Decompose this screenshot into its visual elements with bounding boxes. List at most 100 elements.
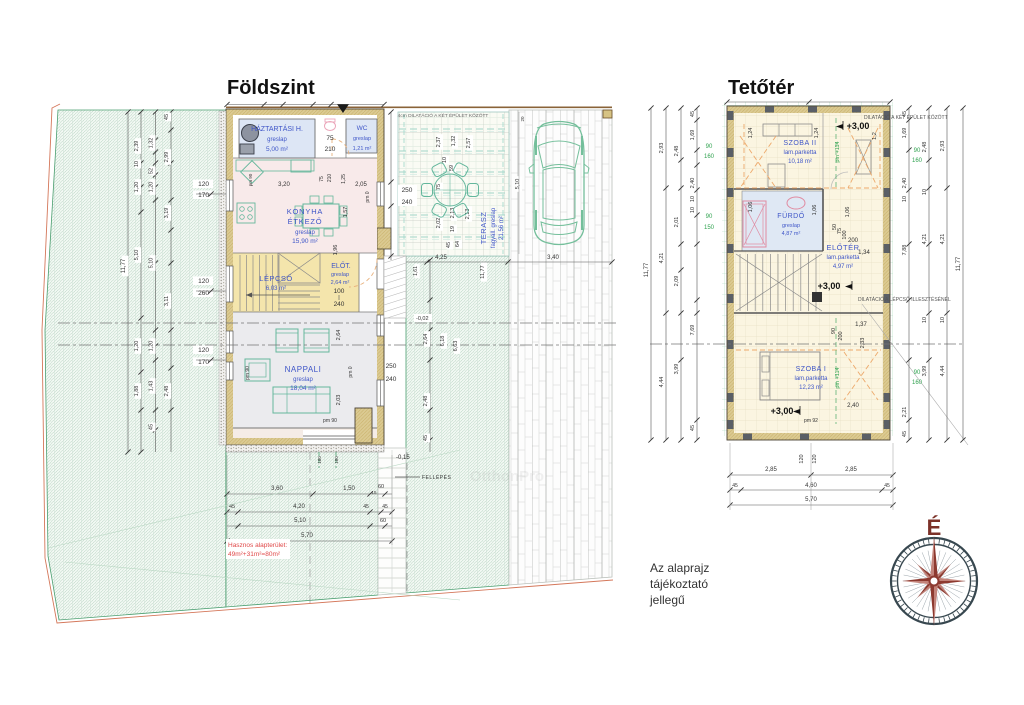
svg-text:45: 45 (149, 424, 155, 430)
svg-text:1,69: 1,69 (902, 128, 908, 139)
svg-text:10: 10 (690, 207, 696, 213)
svg-text:tájékoztató: tájékoztató (650, 577, 708, 591)
svg-text:5,10: 5,10 (149, 258, 155, 269)
svg-text:1,32: 1,32 (149, 138, 155, 149)
svg-text:2,57: 2,57 (466, 138, 472, 149)
svg-text:2,93: 2,93 (659, 143, 665, 154)
svg-text:5,10: 5,10 (134, 250, 140, 261)
svg-text:3,11: 3,11 (164, 296, 170, 306)
svg-text:SZOBA II: SZOBA II (783, 140, 816, 147)
svg-text:90: 90 (914, 370, 921, 376)
svg-text:52: 52 (149, 168, 155, 174)
svg-text:20: 20 (520, 116, 525, 122)
svg-text:1,06: 1,06 (845, 207, 851, 218)
svg-text:2,48: 2,48 (164, 386, 170, 397)
svg-text:90: 90 (914, 148, 921, 154)
svg-text:6,18: 6,18 (440, 336, 446, 347)
svg-text:45: 45 (902, 431, 908, 437)
svg-text:2,13: 2,13 (450, 208, 456, 219)
svg-text:DILATÁCIÓ A KÉT ÉPÜLET KÖZÖTT: DILATÁCIÓ A KÉT ÉPÜLET KÖZÖTT (864, 114, 948, 121)
svg-text:60: 60 (380, 518, 386, 524)
svg-text:10: 10 (902, 196, 908, 202)
svg-text:2,40: 2,40 (690, 178, 696, 189)
svg-text:4,97 m²: 4,97 m² (833, 264, 853, 270)
svg-text:21,56 m²: 21,56 m² (499, 216, 505, 240)
svg-text:60: 60 (378, 484, 384, 490)
svg-text:DILATÁCIÓ A LÉPCSŐ ILLESZTÉSÉN: DILATÁCIÓ A LÉPCSŐ ILLESZTÉSÉNÉL (858, 296, 951, 303)
svg-text:WC: WC (357, 125, 368, 132)
svg-text:ELŐT.: ELŐT. (331, 261, 351, 270)
svg-text:2,40: 2,40 (847, 403, 859, 409)
svg-text:5,10: 5,10 (515, 179, 521, 190)
svg-text:4,44: 4,44 (940, 366, 946, 377)
svg-text:1,20: 1,20 (134, 341, 140, 352)
svg-text:greslap: greslap (293, 377, 313, 383)
svg-text:fagyáll. greslap: fagyáll. greslap (491, 207, 497, 248)
svg-text:3,40: 3,40 (547, 255, 559, 261)
svg-text:11,77: 11,77 (956, 256, 962, 271)
svg-text:+3,00: +3,00 (847, 121, 870, 131)
svg-text:1,50: 1,50 (343, 486, 355, 492)
svg-text:100: 100 (334, 288, 345, 295)
svg-text:2,03: 2,03 (336, 395, 342, 406)
svg-text:lam.parketta: lam.parketta (826, 255, 860, 261)
svg-text:1,37: 1,37 (855, 322, 867, 328)
svg-text:pm 0: pm 0 (348, 366, 354, 377)
svg-text:18,04 m²: 18,04 m² (290, 385, 316, 392)
svg-text:3,60: 3,60 (271, 486, 283, 492)
svg-text:4,21: 4,21 (659, 253, 665, 264)
svg-text:pm 92: pm 92 (804, 418, 818, 424)
svg-text:10: 10 (922, 189, 928, 195)
svg-text:4,87 m²: 4,87 m² (782, 231, 801, 237)
svg-text:4,21: 4,21 (922, 234, 928, 245)
svg-text:11,77: 11,77 (644, 262, 650, 277)
svg-text:210: 210 (325, 146, 336, 153)
svg-text:3,20: 3,20 (278, 182, 290, 188)
svg-text:10,18 m²: 10,18 m² (788, 159, 812, 165)
svg-text:1,88: 1,88 (134, 386, 140, 397)
svg-text:12,23 m²: 12,23 m² (799, 385, 823, 391)
svg-text:1,2: 1,2 (872, 132, 878, 140)
svg-text:+3,00: +3,00 (818, 281, 841, 291)
svg-text:pm 90: pm 90 (323, 418, 337, 424)
svg-text:75: 75 (436, 184, 442, 190)
svg-text:2,64 m²: 2,64 m² (331, 280, 350, 286)
svg-text:45: 45 (229, 504, 235, 510)
svg-text:2,48: 2,48 (423, 396, 429, 407)
svg-text:NAPPALI: NAPPALI (285, 365, 322, 374)
svg-text:Az alaprajz: Az alaprajz (650, 561, 709, 575)
svg-text:10: 10 (690, 196, 696, 202)
svg-text:1,34: 1,34 (858, 250, 870, 256)
svg-text:1,06: 1,06 (812, 205, 818, 216)
svg-text:1,96: 1,96 (333, 245, 339, 256)
svg-text:10: 10 (940, 317, 946, 323)
svg-text:2,85: 2,85 (845, 467, 857, 473)
svg-text:45: 45 (446, 242, 452, 248)
svg-text:greslap: greslap (295, 230, 315, 236)
svg-text:6,03 m²: 6,03 m² (266, 286, 286, 292)
svg-text:KONYHA: KONYHA (287, 207, 323, 216)
svg-text:3,99: 3,99 (922, 366, 928, 377)
svg-text:250: 250 (402, 187, 413, 194)
svg-text:2,39: 2,39 (134, 141, 140, 152)
svg-text:45: 45 (363, 504, 369, 510)
svg-text:45: 45 (902, 111, 908, 117)
svg-text:7,88: 7,88 (902, 245, 908, 256)
svg-text:1,25: 1,25 (341, 174, 347, 184)
svg-text:1,06: 1,06 (748, 202, 754, 213)
svg-text:75: 75 (326, 135, 334, 142)
svg-text:pm 0: pm 0 (365, 191, 371, 202)
svg-text:2,05: 2,05 (355, 182, 367, 188)
svg-text:120: 120 (799, 454, 805, 463)
svg-text:1,32: 1,32 (451, 136, 457, 147)
svg-text:160: 160 (912, 380, 923, 386)
svg-text:200: 200 (838, 331, 844, 340)
svg-text:45: 45 (382, 504, 388, 510)
svg-text:-0,15: -0,15 (396, 455, 410, 461)
svg-text:lam.parketta: lam.parketta (783, 150, 817, 156)
svg-text:45: 45 (423, 435, 429, 441)
svg-text:OtthonPro: OtthonPro (470, 468, 544, 485)
svg-text:45: 45 (690, 111, 696, 117)
svg-text:+3,00: +3,00 (771, 406, 794, 416)
svg-text:2,02: 2,02 (436, 218, 442, 229)
